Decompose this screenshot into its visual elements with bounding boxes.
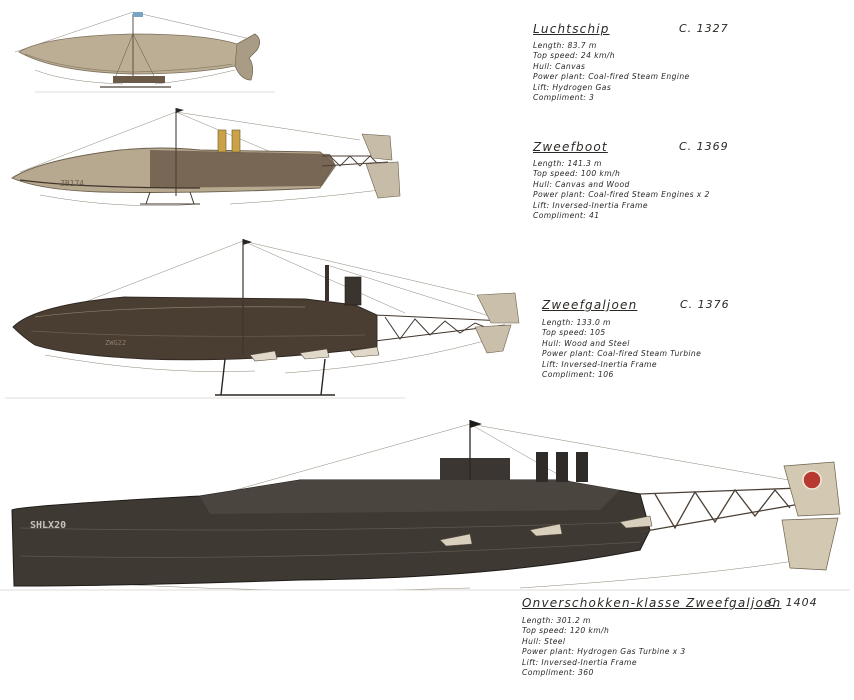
spec-line: Length: 133.0 m xyxy=(542,318,611,327)
spec-block-zweefboot: Zweefboot C. 1369 Length: 141.3 m Top sp… xyxy=(533,140,833,221)
spec-line: Hull: Canvas and Wood xyxy=(533,179,630,189)
zweefboot-funnel-2 xyxy=(231,129,241,153)
luchtschip-pennant xyxy=(133,12,143,17)
spec-line: Length: 301.2 m xyxy=(522,616,591,625)
spec-line: Compliment: 106 xyxy=(542,370,614,380)
spec-line: Hull: Steel xyxy=(522,636,566,646)
ship-title: Luchtschip xyxy=(533,22,610,36)
spec-line: Lift: Hydrogen Gas xyxy=(533,82,612,92)
spec-block-onverschokken: Onverschokken-klasse Zweefgaljoen C. 140… xyxy=(522,596,842,678)
spec-line: Length: 83.7 m xyxy=(533,41,597,50)
onverschokken-hull-marking: SHLX20 xyxy=(30,520,66,531)
zweefgaljoen-hull-marking: ZWG22 xyxy=(105,339,126,347)
ship-era: C. 1369 xyxy=(679,140,729,153)
spec-line: Lift: Inversed-Inertia Frame xyxy=(542,359,657,369)
spec-line: Top speed: 120 km/h xyxy=(522,626,610,636)
ship-title: Zweefgaljoen xyxy=(542,298,638,312)
spec-line: Power plant: Coal-fired Steam Turbine xyxy=(542,349,702,359)
ship-era: C. 1376 xyxy=(680,298,730,311)
spec-line: Length: 141.3 m xyxy=(533,159,602,168)
zweefgaljoen-illustration: ZWG22 xyxy=(5,239,520,399)
onverschokken-illustration: SHLX20 xyxy=(0,420,850,591)
spec-line: Compliment: 360 xyxy=(522,668,594,678)
spec-line: Compliment: 3 xyxy=(533,93,595,103)
spec-line: Hull: Wood and Steel xyxy=(542,338,630,348)
luchtschip-gondola xyxy=(113,76,165,83)
luchtschip-illustration xyxy=(14,11,275,93)
spec-line: Top speed: 100 km/h xyxy=(533,169,621,179)
spec-line: Lift: Inversed-Inertia Frame xyxy=(522,657,637,667)
zweefboot-illustration: ZB174 xyxy=(11,108,401,206)
zweefboot-funnel-1 xyxy=(217,129,227,153)
spec-block-zweefgaljoen: Zweefgaljoen C. 1376 Length: 133.0 m Top… xyxy=(542,298,842,380)
spec-line: Top speed: 24 km/h xyxy=(533,51,615,61)
spec-line: Lift: Inversed-Inertia Frame xyxy=(533,200,648,210)
onverschokken-funnel-3 xyxy=(576,452,588,482)
zweefboot-hull-marking: ZB174 xyxy=(60,179,84,188)
spec-line: Hull: Canvas xyxy=(533,61,586,71)
spec-block-luchtschip: Luchtschip C. 1327 Length: 83.7 m Top sp… xyxy=(533,22,833,103)
onverschokken-funnel-2 xyxy=(556,452,568,482)
ship-era: C. 1327 xyxy=(679,22,729,35)
spec-line: Power plant: Coal-fired Steam Engines x … xyxy=(533,190,710,200)
onverschokken-emblem xyxy=(802,470,822,490)
spec-line: Compliment: 41 xyxy=(533,211,600,221)
ship-title: Onverschokken-klasse Zweefgaljoen xyxy=(522,596,782,610)
spec-line: Top speed: 105 xyxy=(542,328,606,338)
spec-line: Power plant: Coal-fired Steam Engine xyxy=(533,72,690,82)
onverschokken-funnel-1 xyxy=(536,452,548,482)
ship-title: Zweefboot xyxy=(533,140,608,154)
ship-era: C. 1404 xyxy=(768,596,818,609)
spec-line: Power plant: Hydrogen Gas Turbine x 3 xyxy=(522,647,686,657)
